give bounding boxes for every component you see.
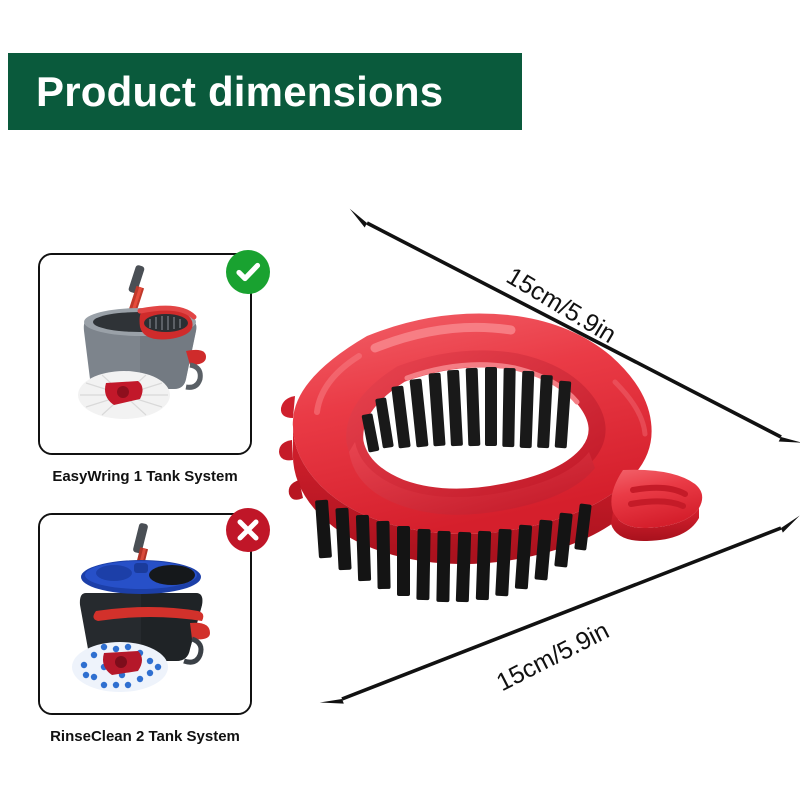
cross-badge (226, 508, 270, 552)
comparison-card-easywring (38, 253, 252, 455)
card-caption-easywring: EasyWring 1 Tank System (52, 468, 238, 485)
product-photo-easywring (40, 255, 250, 453)
check-badge (226, 250, 270, 294)
card-caption-rinseclean: RinseClean 2 Tank System (50, 728, 240, 745)
brush-lower-inner-rim (349, 442, 595, 515)
page-title: Product dimensions (36, 67, 444, 115)
header-banner: Product dimensions (8, 53, 522, 130)
product-image-scrub-brush (255, 300, 755, 680)
checkmark-icon (236, 262, 261, 282)
comparison-card-rinseclean (38, 513, 252, 715)
product-photo-rinseclean (40, 515, 250, 713)
close-icon (237, 519, 259, 541)
